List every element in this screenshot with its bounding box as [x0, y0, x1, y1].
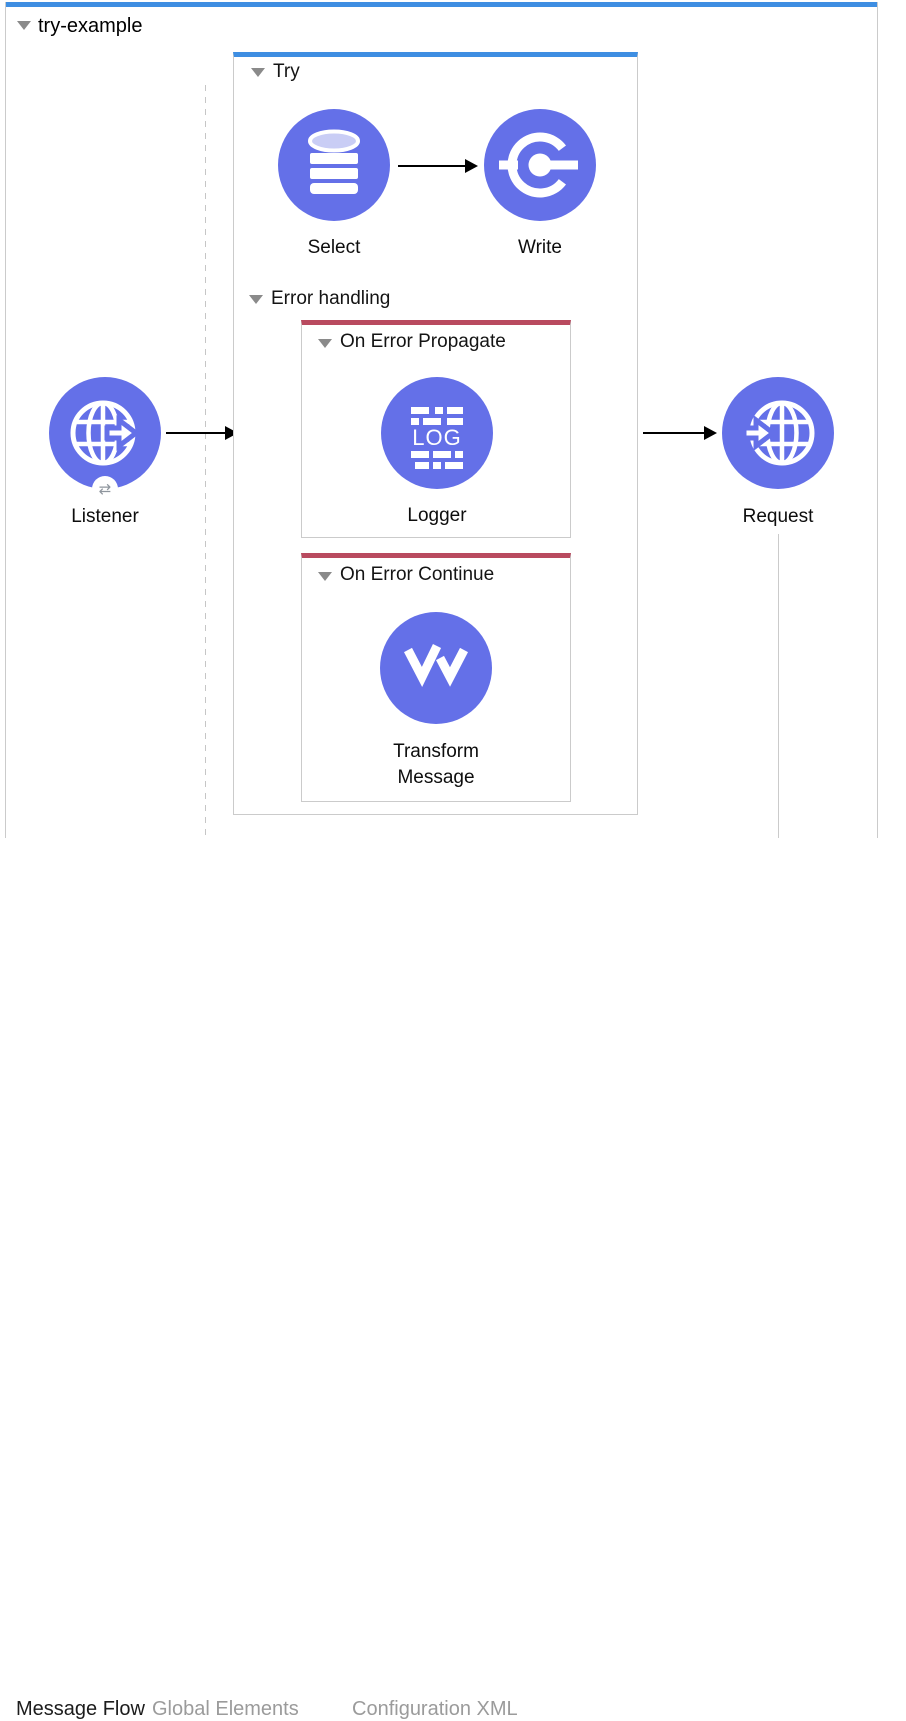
node-label-write: Write — [518, 237, 562, 258]
tab-configuration-xml[interactable]: Configuration XML — [352, 1698, 518, 1720]
http-listener-icon — [70, 400, 141, 466]
database-icon — [308, 129, 360, 194]
flow-connector-select-write — [398, 159, 478, 173]
on-error-continue-label: On Error Continue — [340, 564, 495, 585]
try-scope-label: Try — [273, 61, 300, 82]
node-logger[interactable]: LOG — [381, 377, 493, 489]
http-request-icon — [741, 400, 815, 466]
node-label-listener: Listener — [71, 506, 139, 527]
node-select[interactable] — [278, 109, 390, 221]
source-separator-line — [205, 85, 206, 838]
collapse-triangle-error-handling[interactable] — [249, 295, 263, 304]
flow-connector-listener-try — [166, 426, 238, 440]
exchange-glyph: ⇄ — [98, 481, 112, 498]
collapse-triangle-on-error-propagate[interactable] — [318, 339, 332, 348]
flow-top-bar — [5, 2, 878, 7]
flow-connector-try-request — [643, 426, 717, 440]
node-listener[interactable] — [49, 377, 161, 489]
flow-canvas — [5, 2, 878, 838]
message-exchange-badge-icon: ⇄ — [92, 476, 118, 502]
node-label-request: Request — [742, 506, 814, 527]
logger-icon: LOG — [411, 407, 463, 469]
file-write-icon — [499, 132, 578, 198]
request-drop-line — [778, 534, 779, 838]
node-transform-message[interactable] — [380, 612, 492, 724]
editor-tab-bar: Message Flow Global Elements Configurati… — [0, 840, 906, 1720]
tab-message-flow[interactable]: Message Flow — [16, 1698, 145, 1720]
on-error-propagate-label: On Error Propagate — [340, 331, 506, 352]
error-handling-label: Error handling — [271, 288, 391, 309]
logger-icon-text: LOG — [412, 425, 461, 450]
node-label-logger: Logger — [407, 505, 467, 526]
node-request[interactable] — [722, 377, 834, 489]
node-write[interactable] — [484, 109, 596, 221]
collapse-triangle-flow[interactable] — [17, 21, 31, 30]
tab-global-elements[interactable]: Global Elements — [152, 1698, 299, 1720]
node-label-select: Select — [307, 237, 361, 258]
collapse-triangle-on-error-continue[interactable] — [318, 572, 332, 581]
dataweave-icon — [404, 644, 468, 688]
flow-title: try-example — [38, 15, 143, 37]
node-label-transform-message: Transform Message — [393, 741, 479, 788]
collapse-triangle-try[interactable] — [251, 68, 265, 77]
